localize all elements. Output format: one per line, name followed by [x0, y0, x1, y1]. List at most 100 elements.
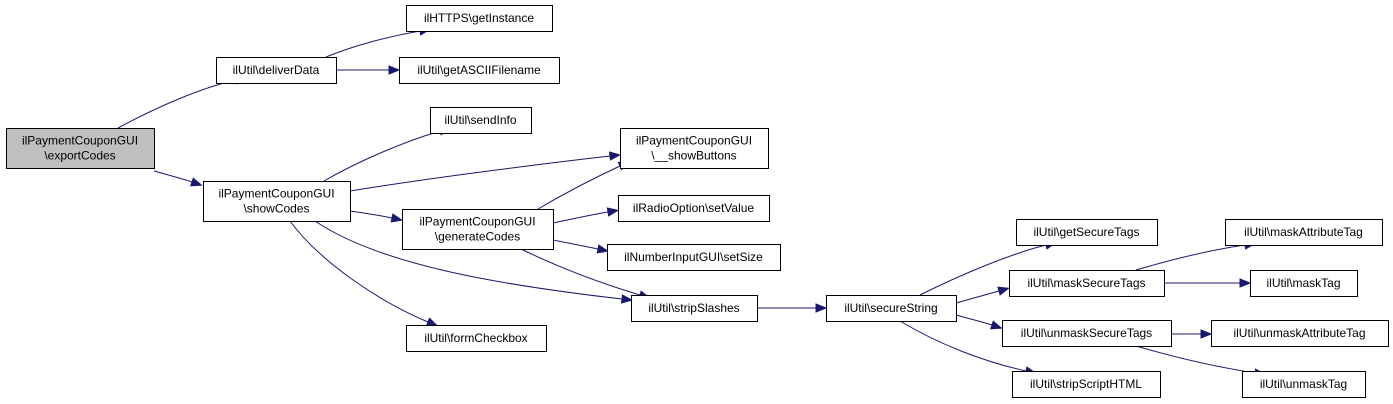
node-label: ilPaymentCouponGUI	[419, 215, 535, 229]
edge-arrowhead	[390, 213, 404, 223]
node-box	[620, 128, 769, 169]
node-label: ilUtil\unmaskSecureTags	[1021, 326, 1152, 340]
edge-line	[919, 244, 1047, 296]
node-generateCodes[interactable]: ilPaymentCouponGUI\generateCodes	[402, 209, 554, 250]
edge-generateCodes-to-showButtons	[537, 161, 631, 210]
node-label: ilUtil\maskSecureTags	[1027, 276, 1145, 290]
node-deliverData[interactable]: ilUtil\deliverData	[216, 57, 337, 84]
nodes-layer: ilPaymentCouponGUI\exportCodesilUtil\del…	[6, 5, 1389, 398]
edge-line	[552, 239, 599, 250]
edge-deliverData-to-getASCIIFilename	[336, 65, 401, 75]
node-label: ilUtil\unmaskAttributeTag	[1233, 326, 1365, 340]
edge-line	[349, 155, 611, 192]
node-getASCIIFilename[interactable]: ilUtil\getASCIIFilename	[399, 57, 560, 84]
node-label: ilUtil\stripSlashes	[648, 301, 739, 315]
node-label: ilUtil\formCheckbox	[424, 331, 527, 345]
node-box	[6, 128, 155, 169]
node-formCheckbox[interactable]: ilUtil\formCheckbox	[406, 325, 547, 352]
edge-line	[955, 314, 993, 326]
node-sendInfo[interactable]: ilUtil\sendInfo	[430, 107, 532, 134]
node-setValue[interactable]: ilRadioOption\setValue	[618, 195, 770, 222]
edge-maskSecureTags-to-maskTag	[1164, 278, 1252, 288]
edge-line	[349, 210, 393, 219]
node-stripSlashes[interactable]: ilUtil\stripSlashes	[631, 295, 758, 322]
node-label: ilUtil\maskAttributeTag	[1244, 225, 1363, 239]
edge-line	[1135, 345, 1256, 374]
edge-showCodes-to-stripSlashes	[314, 220, 634, 304]
node-secureString[interactable]: ilUtil\secureString	[826, 295, 957, 322]
node-box	[406, 325, 547, 352]
node-box	[1225, 219, 1383, 246]
edge-arrowhead	[608, 151, 622, 161]
node-box	[1211, 320, 1389, 347]
node-showButtons[interactable]: ilPaymentCouponGUI\__showButtons	[620, 128, 769, 169]
node-box	[618, 195, 770, 222]
node-box	[402, 209, 554, 250]
node-showCodes[interactable]: ilPaymentCouponGUI\showCodes	[203, 181, 351, 222]
node-setSize[interactable]: ilNumberInputGUI\setSize	[607, 244, 781, 271]
node-box	[1250, 270, 1358, 297]
edge-line	[289, 220, 429, 323]
edge-arrowhead	[997, 286, 1010, 296]
edge-line	[1135, 244, 1246, 271]
node-label: ilHTTPS\getInstance	[424, 11, 534, 25]
edge-arrowhead	[606, 207, 620, 217]
node-label: ilPaymentCouponGUI	[22, 134, 138, 148]
node-box	[1242, 371, 1366, 398]
edge-line	[520, 248, 641, 296]
edge-unmaskSecureTags-to-unmaskAttributeTag	[1171, 329, 1213, 339]
edge-arrowhead	[990, 320, 1003, 330]
edge-arrowhead	[388, 65, 401, 75]
node-box	[607, 244, 781, 271]
edge-line	[899, 320, 1027, 372]
edge-showCodes-to-showButtons	[349, 151, 622, 192]
node-maskAttributeTag[interactable]: ilUtil\maskAttributeTag	[1225, 219, 1383, 246]
node-box	[399, 57, 560, 84]
node-box	[1016, 219, 1158, 246]
edge-arrowhead	[596, 244, 610, 254]
node-maskSecureTags[interactable]: ilUtil\maskSecureTags	[1009, 270, 1165, 297]
edge-line	[955, 290, 1000, 304]
node-label: ilUtil\deliverData	[233, 63, 320, 77]
node-box	[406, 5, 553, 32]
node-label: \showCodes	[243, 202, 309, 216]
edge-generateCodes-to-setSize	[552, 239, 610, 254]
node-label: ilUtil\unmaskTag	[1260, 377, 1347, 391]
edge-line	[552, 211, 609, 224]
edge-generateCodes-to-setValue	[552, 207, 620, 224]
node-label: \exportCodes	[44, 149, 115, 163]
node-unmaskTag[interactable]: ilUtil\unmaskTag	[1242, 371, 1366, 398]
edge-arrowhead	[1200, 329, 1213, 339]
node-box	[631, 295, 758, 322]
node-exportCodes[interactable]: ilPaymentCouponGUI\exportCodes	[6, 128, 155, 169]
node-label: ilUtil\maskTag	[1266, 276, 1340, 290]
node-label: ilPaymentCouponGUI	[218, 187, 334, 201]
node-label: ilNumberInputGUI\setSize	[624, 250, 763, 264]
node-label: \generateCodes	[435, 230, 520, 244]
edge-showCodes-to-sendInfo	[323, 126, 451, 182]
edge-stripSlashes-to-secureString	[757, 303, 828, 313]
node-getSecureTags[interactable]: ilUtil\getSecureTags	[1016, 219, 1158, 246]
edge-line	[314, 220, 623, 300]
edge-line	[153, 170, 193, 183]
node-box	[1012, 371, 1161, 398]
node-maskTag[interactable]: ilUtil\maskTag	[1250, 270, 1358, 297]
edge-line	[537, 165, 621, 210]
node-unmaskAttributeTag[interactable]: ilUtil\unmaskAttributeTag	[1211, 320, 1389, 347]
edge-arrowhead	[815, 303, 828, 313]
node-box	[430, 107, 532, 134]
node-box	[216, 57, 337, 84]
node-unmaskSecureTags[interactable]: ilUtil\unmaskSecureTags	[1002, 320, 1172, 347]
edge-arrowhead	[620, 294, 634, 304]
node-label: ilUtil\sendInfo	[444, 113, 516, 127]
node-label: ilPaymentCouponGUI	[636, 134, 752, 148]
node-box	[826, 295, 957, 322]
edge-arrowhead	[425, 317, 439, 327]
edge-line	[323, 130, 441, 182]
node-getInstance[interactable]: ilHTTPS\getInstance	[406, 5, 553, 32]
node-box	[203, 181, 351, 222]
node-stripScriptHTML[interactable]: ilUtil\stripScriptHTML	[1012, 371, 1161, 398]
edge-line	[117, 79, 237, 129]
edge-arrowhead	[1239, 278, 1252, 288]
